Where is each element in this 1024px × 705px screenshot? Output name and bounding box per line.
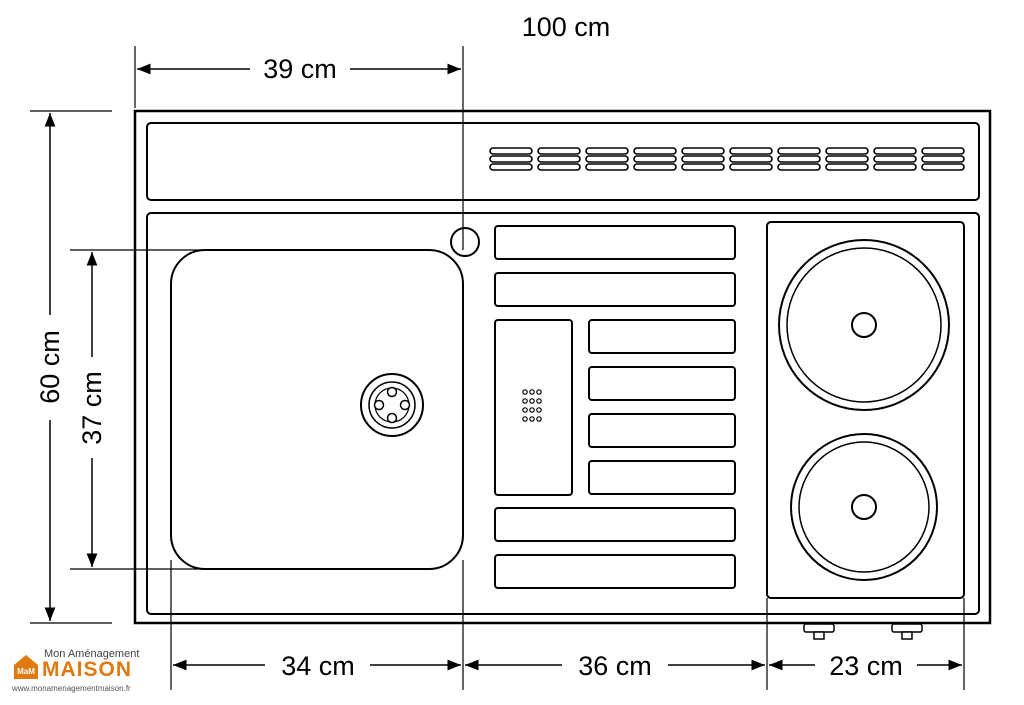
extension-lines xyxy=(30,46,965,690)
control-dot xyxy=(522,389,528,395)
hob-knob xyxy=(891,623,923,640)
vent-slot xyxy=(585,147,629,155)
vent-slot xyxy=(681,147,725,155)
logo-brand: MAISON xyxy=(42,658,132,681)
vent-slot xyxy=(777,155,821,163)
vent-slot xyxy=(681,163,725,171)
vent-slot xyxy=(537,147,581,155)
dim-label: 60 cm xyxy=(35,330,65,404)
vent-slot xyxy=(825,155,869,163)
vent-slot xyxy=(873,147,917,155)
vent-slot xyxy=(729,147,773,155)
drain-ridge xyxy=(494,272,736,307)
vent-slot xyxy=(633,147,677,155)
dim-sink-width: 34 cm xyxy=(173,651,461,681)
dim-drainboard-width: 36 cm xyxy=(465,651,765,681)
dim-sink-area-width: 39 cm xyxy=(137,54,461,84)
drain-ridge xyxy=(588,413,736,448)
vent-slot xyxy=(489,147,533,155)
dim-total-depth: 60 cm xyxy=(35,113,65,621)
svg-text:MaM: MaM xyxy=(17,667,35,676)
logo-url: www.monamenagementmaison.fr xyxy=(12,684,131,693)
control-dot xyxy=(529,398,535,404)
drain-icon xyxy=(360,373,424,437)
tap-hole xyxy=(450,227,480,257)
control-dot xyxy=(529,389,535,395)
control-dot xyxy=(529,407,535,413)
dim-sink-depth: 37 cm xyxy=(77,252,107,567)
control-dot xyxy=(529,416,535,422)
drain-ridge xyxy=(494,507,736,542)
control-dot xyxy=(536,416,542,422)
vent-slot xyxy=(825,147,869,155)
control-dots xyxy=(522,389,542,422)
vent-slot xyxy=(921,147,965,155)
logo-tagline: Mon Aménagement xyxy=(44,648,140,660)
vent-slot xyxy=(873,163,917,171)
drain-ridge xyxy=(588,366,736,401)
control-dot xyxy=(522,398,528,404)
control-dot xyxy=(536,398,542,404)
vent-slot xyxy=(537,155,581,163)
vent-slot xyxy=(825,163,869,171)
control-panel xyxy=(494,319,573,496)
vent-slot xyxy=(585,163,629,171)
site-logo[interactable]: MaM Mon Aménagement MAISON www.monamenag… xyxy=(8,646,148,704)
control-dot xyxy=(522,407,528,413)
vent-grille xyxy=(489,147,965,171)
vent-slot xyxy=(633,163,677,171)
vent-slot xyxy=(489,155,533,163)
dim-label: 37 cm xyxy=(77,371,107,445)
vent-slot xyxy=(585,155,629,163)
control-dot xyxy=(522,416,528,422)
vent-slot xyxy=(921,163,965,171)
dim-label: 34 cm xyxy=(281,651,355,681)
vent-slot xyxy=(873,155,917,163)
hotplate-small xyxy=(790,433,938,581)
drainboard xyxy=(494,225,736,589)
dim-label: 36 cm xyxy=(578,651,652,681)
drain-ridge xyxy=(588,319,736,354)
vent-slot xyxy=(681,155,725,163)
vent-slot xyxy=(777,147,821,155)
control-dot xyxy=(536,389,542,395)
vent-slot xyxy=(729,155,773,163)
hob-knob xyxy=(803,623,835,640)
dim-label: 39 cm xyxy=(263,54,337,84)
control-dot xyxy=(536,407,542,413)
sink-basin xyxy=(170,249,464,570)
vent-slot xyxy=(777,163,821,171)
vent-slot xyxy=(537,163,581,171)
dim-hob-width: 23 cm xyxy=(769,651,962,681)
vent-slot xyxy=(633,155,677,163)
vent-slot xyxy=(489,163,533,171)
drain-ridge xyxy=(494,225,736,260)
dim-label: 23 cm xyxy=(829,651,903,681)
hotplate-large xyxy=(778,239,950,411)
drain-ridge xyxy=(494,554,736,589)
drain-ridge xyxy=(588,460,736,495)
dim-total-width: 100 cm xyxy=(522,12,611,42)
house-icon: MaM xyxy=(14,655,38,679)
vent-slot xyxy=(921,155,965,163)
vent-slot xyxy=(729,163,773,171)
